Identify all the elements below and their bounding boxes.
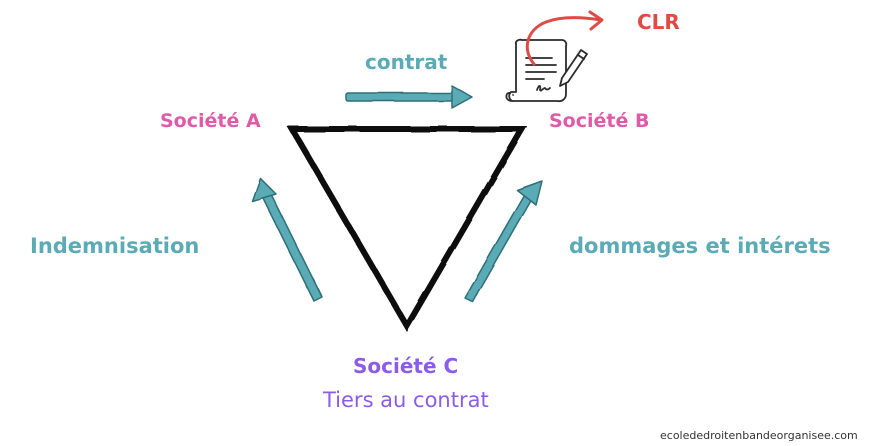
site-credit: ecolededroitenbandeorganisee.com xyxy=(660,429,858,442)
societe-a-label: Société A xyxy=(160,110,261,132)
societe-c-label: Société C xyxy=(353,354,459,378)
signed-contract-icon xyxy=(505,38,588,103)
triangle-shape xyxy=(286,126,528,332)
dommages-arrow xyxy=(464,180,543,303)
contrat-arrow xyxy=(345,85,473,109)
clr-arrow xyxy=(525,10,604,66)
indemnisation-label: Indemnisation xyxy=(30,234,200,258)
clr-label: CLR xyxy=(637,10,680,34)
dommages-label: dommages et intérets xyxy=(569,234,831,258)
tiers-au-contrat-label: Tiers au contrat xyxy=(323,388,489,412)
indemnisation-arrow xyxy=(251,177,323,302)
contrat-label: contrat xyxy=(365,50,448,74)
societe-b-label: Société B xyxy=(549,110,650,132)
